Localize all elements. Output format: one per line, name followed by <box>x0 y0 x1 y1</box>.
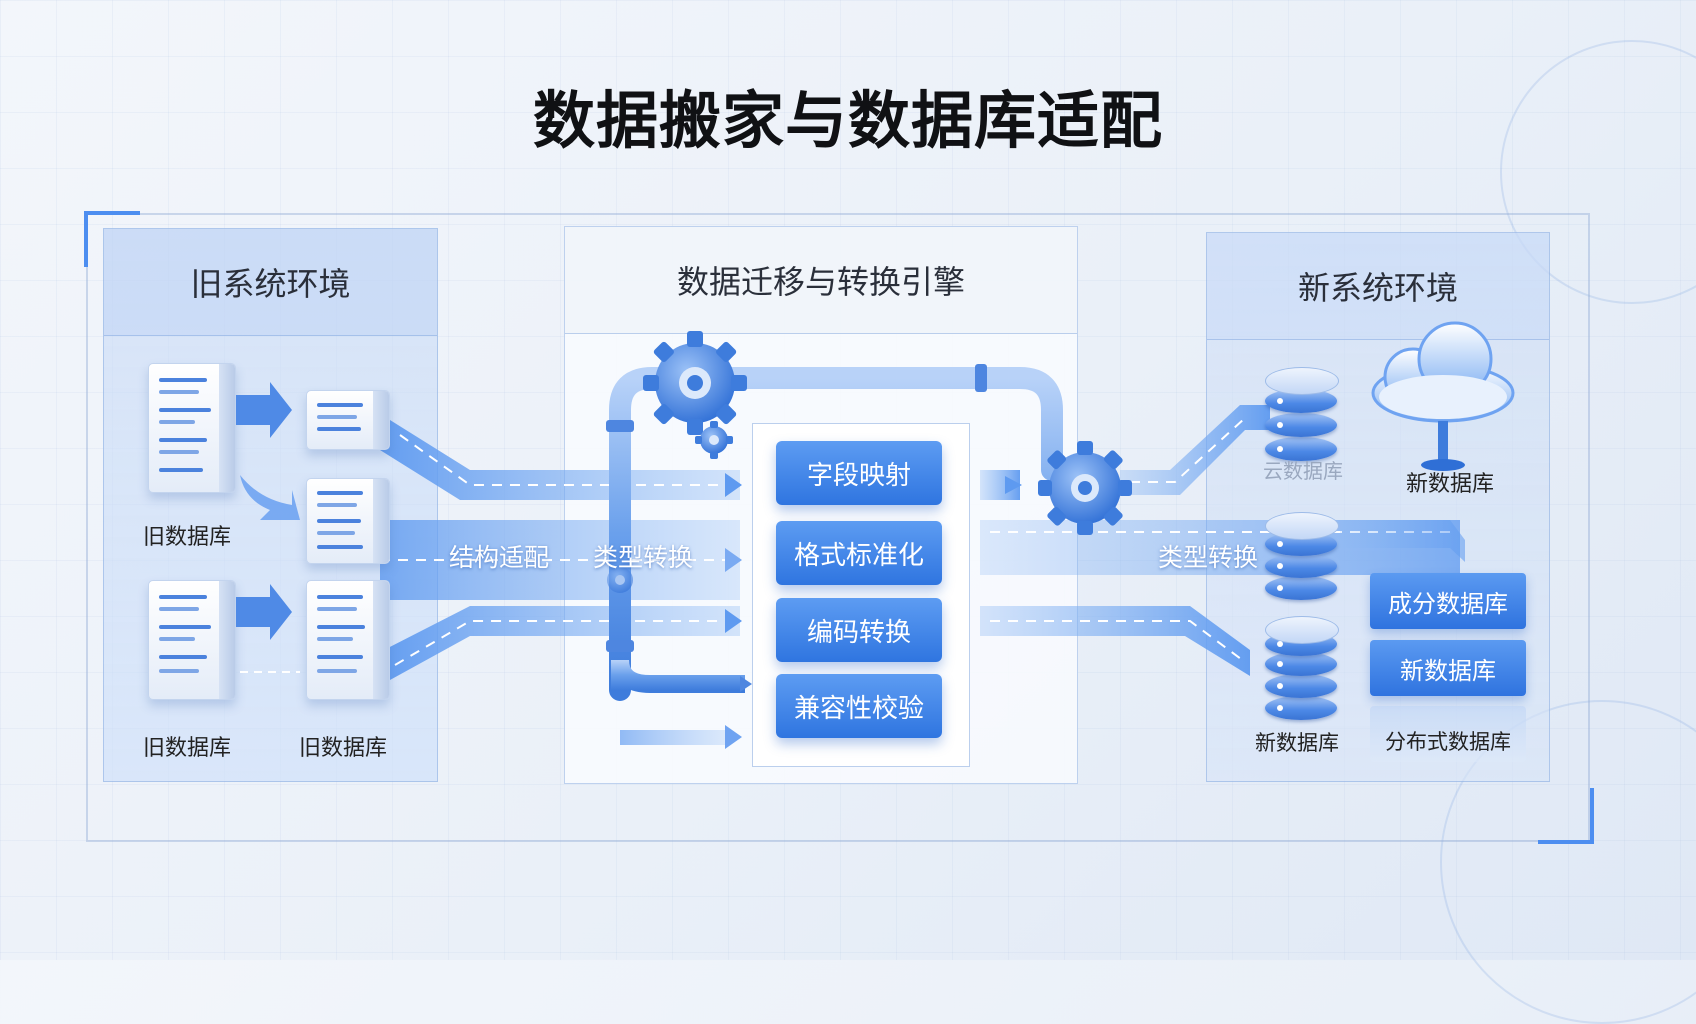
target-panel-header: 新系统环境 <box>1207 233 1549 340</box>
step-compat-check[interactable]: 兼容性校验 <box>776 674 942 738</box>
cloud-icon <box>1371 321 1515 471</box>
new-db-button[interactable]: 新数据库 <box>1370 640 1526 696</box>
server-icon <box>306 478 390 564</box>
new-db-label: 新数据库 <box>1406 472 1495 497</box>
flow-diagram <box>380 321 1515 749</box>
engine-panel-header: 数据迁移与转换引擎 <box>565 227 1077 334</box>
cloud-db-label: 云数据库 <box>1263 459 1343 483</box>
outer-frame <box>86 213 1590 842</box>
flow-dash <box>990 620 1246 663</box>
distributed-db-label: 分布式数据库 <box>1370 706 1526 762</box>
new-db-label: 新数据库 <box>1255 731 1339 755</box>
database-icon <box>1265 616 1339 720</box>
step-format-standardize[interactable]: 格式标准化 <box>776 521 942 585</box>
gear-icon <box>643 331 747 435</box>
server-icon <box>306 580 390 700</box>
server-icon <box>148 580 236 700</box>
arrow-right-icon <box>725 609 742 633</box>
flow-band <box>620 730 730 745</box>
legacy-panel-header: 旧系统环境 <box>104 229 437 336</box>
pipe-icon <box>606 364 1063 701</box>
arrow-right-icon <box>725 473 742 497</box>
gear-icon <box>1038 441 1132 535</box>
flow-dash <box>399 434 730 486</box>
flow-band <box>1120 405 1270 495</box>
step-field-mapping[interactable]: 字段映射 <box>776 441 942 505</box>
frame-corner <box>1538 788 1594 844</box>
legacy-db-label: 旧数据库 <box>143 736 232 761</box>
flow-band <box>380 606 740 680</box>
server-icon <box>148 363 236 493</box>
flow-band <box>980 470 1020 500</box>
server-icon <box>306 390 390 450</box>
gear-icon <box>695 421 733 459</box>
arrow-right-icon <box>1005 476 1022 494</box>
page-title: 数据搬家与数据库适配 <box>532 84 1163 157</box>
flow-label-type: 类型转换 <box>593 543 694 572</box>
step-encoding-convert[interactable]: 编码转换 <box>776 598 942 662</box>
legacy-db-label: 旧数据库 <box>299 736 388 761</box>
flow-label-type-target: 类型转换 <box>1158 543 1259 572</box>
left-flows <box>380 420 742 749</box>
arrow-right-icon <box>725 548 742 572</box>
flow-band <box>380 420 740 500</box>
database-icon <box>1265 367 1339 463</box>
flow-dash <box>394 620 730 666</box>
flow-band <box>980 606 1250 676</box>
flow-label-structure: 结构适配 <box>449 543 550 572</box>
database-icon <box>1265 512 1339 602</box>
flow-band <box>1340 520 1465 562</box>
arrow-right-icon <box>725 725 742 749</box>
gear-icon <box>607 567 633 593</box>
right-flows <box>980 405 1465 676</box>
frame-corner <box>84 211 140 267</box>
legacy-db-label: 旧数据库 <box>143 525 232 550</box>
component-db-button[interactable]: 成分数据库 <box>1370 573 1526 629</box>
flow-dash <box>1130 417 1246 483</box>
